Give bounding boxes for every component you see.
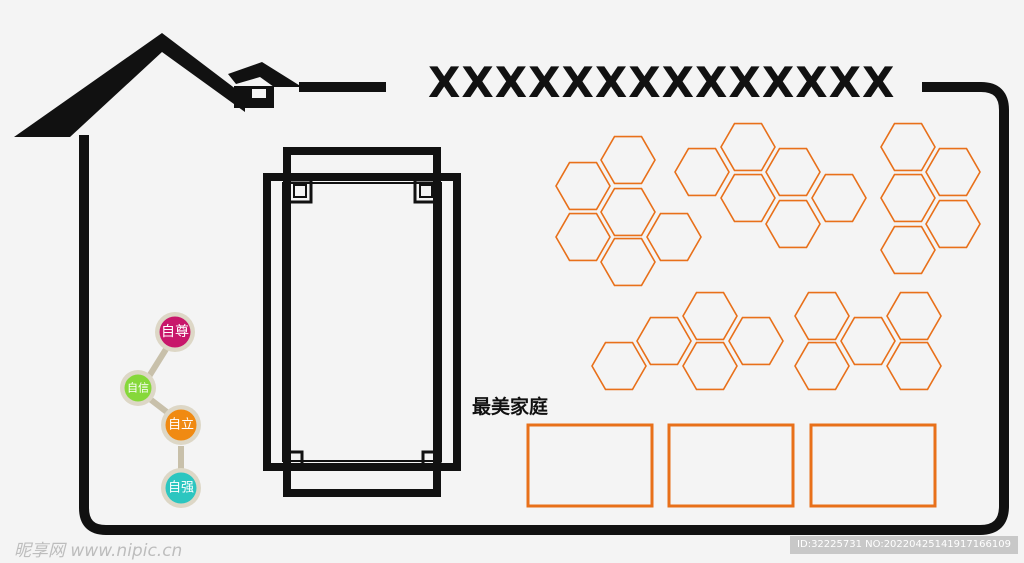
hexagon-slot-2 (600, 135, 656, 185)
hexagon-slot-23 (794, 291, 850, 341)
hexagon-slot-7 (674, 147, 730, 197)
roof-window-icon (252, 89, 266, 98)
value-label-1: 自尊 (161, 323, 189, 340)
hexagon-slot-11 (811, 173, 867, 223)
ornament-frame (263, 147, 461, 497)
hexagon-slot-5 (600, 237, 656, 287)
roof-icon (14, 33, 302, 137)
hexagon-slot-8 (720, 122, 776, 172)
hexagon-slot-3 (600, 187, 656, 237)
value-bubble-2: 自信 (120, 370, 156, 406)
photo-slot-3 (809, 423, 937, 508)
value-label-3: 自立 (168, 418, 194, 433)
photo-slots (526, 423, 937, 508)
value-bubble-1: 自尊 (155, 312, 195, 352)
value-bubble-3: 自立 (161, 405, 201, 445)
hexagon-slot-25 (886, 291, 942, 341)
watermark-id: ID:32225731 NO:20220425141917166109 (790, 536, 1018, 554)
hexagon-photo-slots (555, 122, 981, 391)
hexagon-slot-17 (880, 225, 936, 275)
hexagon-slot-10 (720, 173, 776, 223)
photo-slot-2 (667, 423, 795, 508)
hexagon-slot-21 (728, 316, 784, 366)
section-heading: 最美家庭 (472, 396, 549, 418)
hexagon-slot-22 (682, 341, 738, 391)
hexagon-slot-6 (646, 212, 702, 262)
hexagon-slot-1 (555, 161, 611, 211)
board-title: XXXXXXXXXXXXXX (428, 58, 896, 107)
photo-slot-1 (526, 423, 654, 508)
hexagon-slot-18 (591, 341, 647, 391)
value-label-4: 自强 (168, 481, 194, 496)
hexagon-slot-26 (794, 341, 850, 391)
hexagon-slot-19 (636, 316, 692, 366)
watermark-site: 昵享网 www.nipic.cn (14, 541, 183, 561)
hexagon-slot-9 (765, 147, 821, 197)
value-bubble-4: 自强 (161, 468, 201, 508)
value-label-2: 自信 (127, 382, 149, 395)
hexagon-slot-4 (555, 212, 611, 262)
hexagon-slot-16 (925, 199, 981, 249)
hexagon-slot-15 (880, 173, 936, 223)
hexagon-slot-27 (886, 341, 942, 391)
values-chain: 自尊 自信 自立 自强 (120, 312, 201, 508)
hexagon-slot-20 (682, 291, 738, 341)
hexagon-slot-12 (765, 199, 821, 249)
hexagon-slot-13 (880, 122, 936, 172)
hexagon-slot-24 (840, 316, 896, 366)
house-frame (79, 82, 1009, 535)
hexagon-slot-14 (925, 147, 981, 197)
